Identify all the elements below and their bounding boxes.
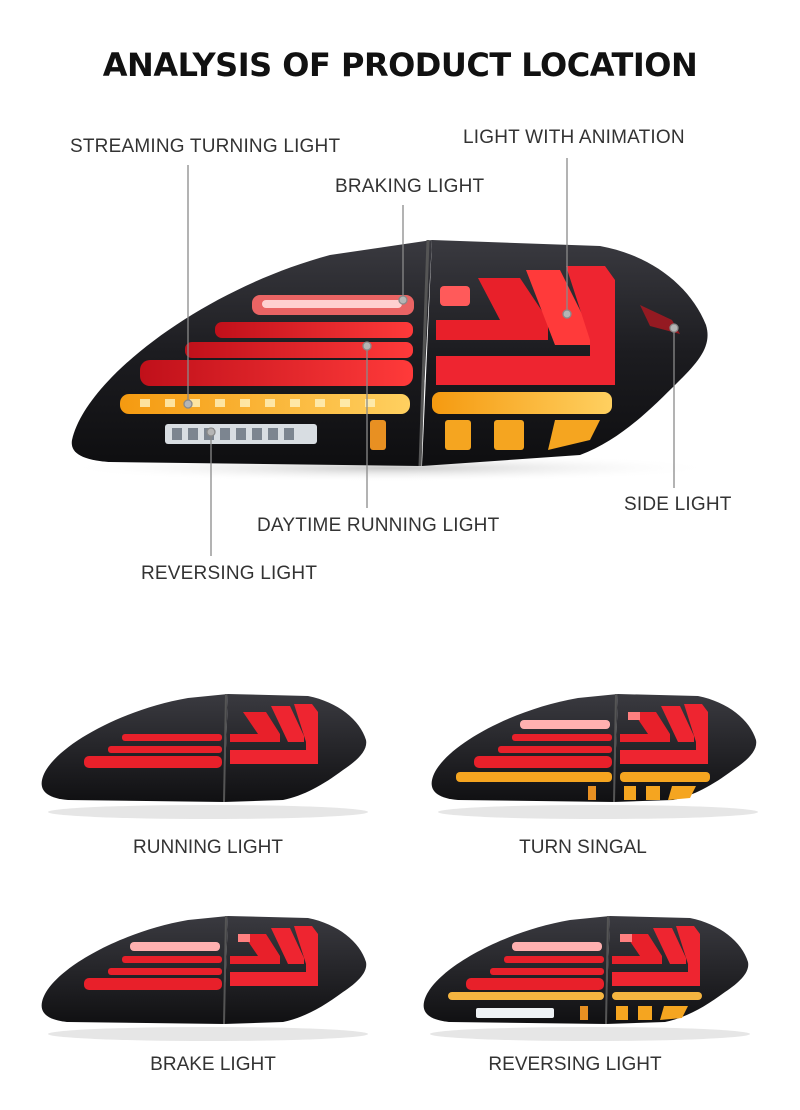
- page-title: ANALYSIS OF PRODUCT LOCATION: [102, 46, 698, 84]
- caption-running-light: RUNNING LIGHT: [133, 837, 283, 858]
- variant-brake-light-illustration: [38, 912, 378, 1042]
- main-taillight-illustration: [60, 158, 720, 556]
- callout-reversing-light: REVERSING LIGHT: [141, 563, 318, 584]
- variant-running-light-illustration: [38, 690, 378, 820]
- caption-turn-signal: TURN SINGAL: [519, 837, 647, 858]
- caption-brake-light: BRAKE LIGHT: [150, 1054, 276, 1075]
- variant-turn-signal-illustration: [428, 690, 768, 820]
- callout-light-with-animation: LIGHT WITH ANIMATION: [463, 127, 685, 148]
- callout-side-light: SIDE LIGHT: [624, 494, 732, 515]
- callout-braking-light: BRAKING LIGHT: [335, 176, 485, 197]
- variant-reversing-light-illustration: [420, 912, 760, 1042]
- callout-daytime-running-light: DAYTIME RUNNING LIGHT: [257, 515, 500, 536]
- callout-streaming-turning-light: STREAMING TURNING LIGHT: [70, 136, 341, 157]
- caption-reversing-light: REVERSING LIGHT: [488, 1054, 662, 1075]
